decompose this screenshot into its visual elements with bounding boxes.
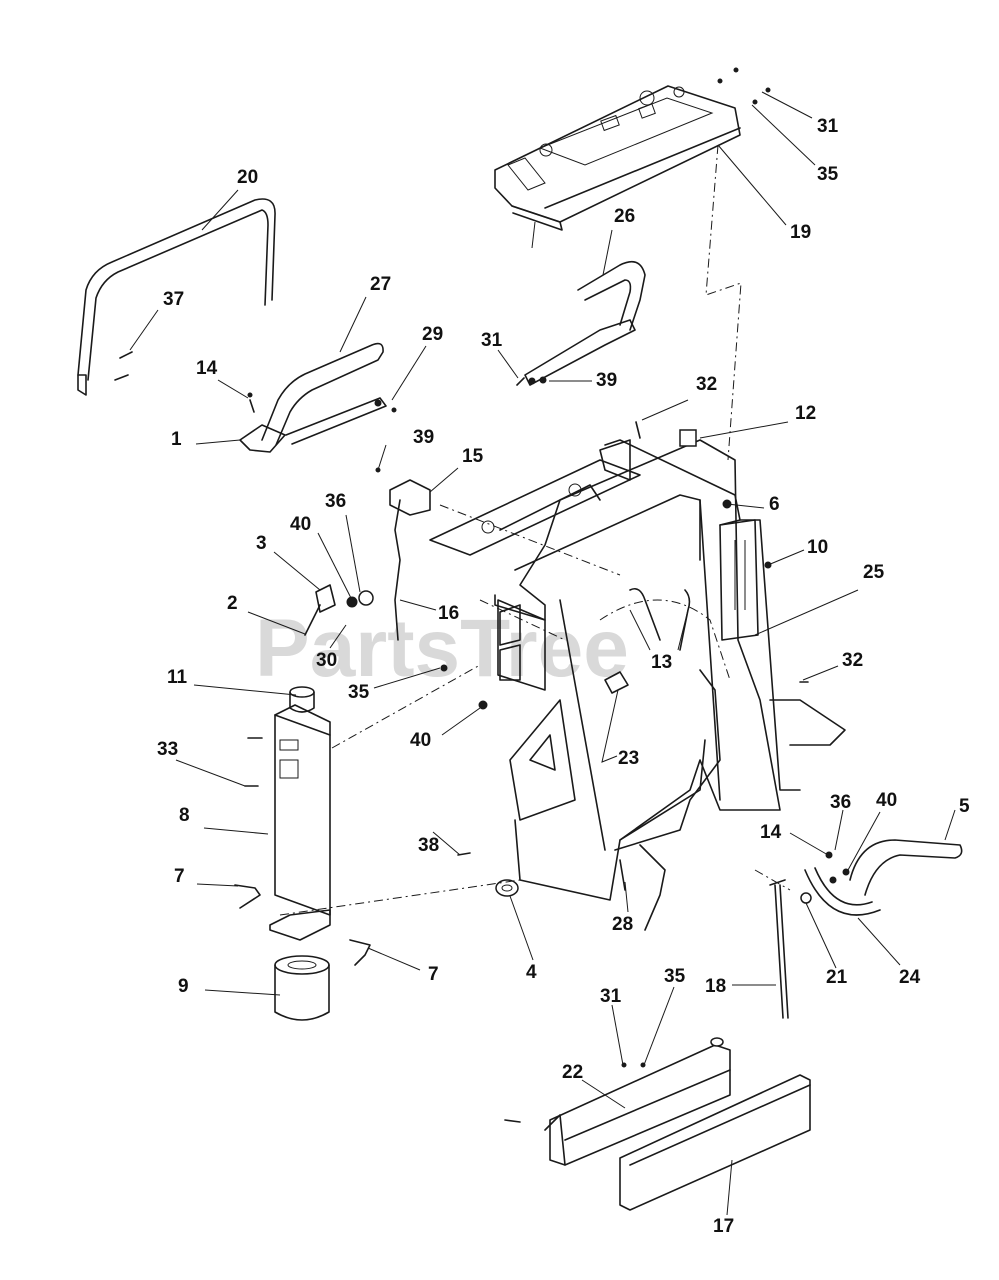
callout-4: 4 xyxy=(526,962,537,983)
callout-11: 11 xyxy=(167,667,188,688)
callout-7-right: 7 xyxy=(428,964,439,985)
pivot-3[interactable] xyxy=(304,584,336,636)
callout-36-right: 36 xyxy=(830,792,851,813)
grip-5[interactable] xyxy=(849,839,963,896)
callout-26: 26 xyxy=(614,206,635,227)
control-console-19[interactable] xyxy=(494,67,771,249)
grommet-4[interactable] xyxy=(495,879,519,897)
callout-14-right: 14 xyxy=(760,822,782,843)
callout-16: 16 xyxy=(438,603,459,624)
handle-bar-20[interactable] xyxy=(77,198,276,396)
callout-1: 1 xyxy=(171,429,182,450)
leader-lines xyxy=(129,91,956,1216)
grip-lever-27[interactable] xyxy=(239,342,387,453)
fasteners xyxy=(114,351,850,1123)
lower-panel-22[interactable] xyxy=(544,1037,731,1166)
callout-6: 6 xyxy=(769,494,780,515)
callout-7-left: 7 xyxy=(174,866,185,887)
callout-39-mid: 39 xyxy=(596,370,617,391)
callout-13: 13 xyxy=(651,652,672,673)
sensor-23[interactable] xyxy=(604,671,629,694)
callout-12: 12 xyxy=(795,403,816,424)
callout-38: 38 xyxy=(418,835,439,856)
callout-15: 15 xyxy=(462,446,484,467)
callout-30: 30 xyxy=(316,650,337,671)
cable-28[interactable] xyxy=(614,669,721,931)
callout-40-left: 40 xyxy=(290,514,311,535)
rod-18[interactable] xyxy=(769,879,789,1019)
callout-14-left: 14 xyxy=(196,358,218,379)
callout-28: 28 xyxy=(612,914,633,935)
lower-panel-17[interactable] xyxy=(619,1074,811,1211)
callout-40-right: 40 xyxy=(876,790,897,811)
alignment-lines xyxy=(279,144,791,916)
callout-21: 21 xyxy=(826,967,848,988)
callout-9: 9 xyxy=(178,976,189,997)
callout-3: 3 xyxy=(256,533,267,554)
watermark-text: PartsTree xyxy=(255,603,629,694)
callout-20: 20 xyxy=(237,167,258,188)
callout-37: 37 xyxy=(163,289,184,310)
callout-10: 10 xyxy=(807,537,828,558)
callout-35-bottom: 35 xyxy=(664,966,686,987)
hydraulic-tank-8[interactable] xyxy=(269,704,331,941)
callout-31-top: 31 xyxy=(817,116,839,137)
callout-32-top: 32 xyxy=(696,374,717,395)
filter-9[interactable] xyxy=(274,955,330,1021)
callout-40-mid: 40 xyxy=(410,730,431,751)
spring-13[interactable] xyxy=(629,587,691,651)
callout-25: 25 xyxy=(863,562,885,583)
bracket-15[interactable] xyxy=(389,479,431,641)
callout-39-left: 39 xyxy=(413,427,434,448)
callout-31-bottom: 31 xyxy=(600,986,622,1007)
callout-23: 23 xyxy=(618,748,639,769)
callout-27: 27 xyxy=(370,274,391,295)
callout-19: 19 xyxy=(790,222,811,243)
callout-24: 24 xyxy=(899,967,921,988)
callout-2: 2 xyxy=(227,593,238,614)
callout-31-mid: 31 xyxy=(481,330,503,351)
grip-lever-26[interactable] xyxy=(524,260,646,386)
callout-33: 33 xyxy=(157,739,178,760)
lever-24[interactable] xyxy=(804,867,881,916)
callout-36-left: 36 xyxy=(325,491,346,512)
callout-35-mid: 35 xyxy=(348,682,370,703)
callout-35-top: 35 xyxy=(817,164,839,185)
callout-22: 22 xyxy=(562,1062,583,1083)
main-frame[interactable] xyxy=(429,439,846,901)
callout-8: 8 xyxy=(179,805,190,826)
callout-18: 18 xyxy=(705,976,726,997)
callout-29: 29 xyxy=(422,324,443,345)
callout-17: 17 xyxy=(713,1216,734,1237)
switch-12[interactable] xyxy=(679,429,697,447)
callout-32-right: 32 xyxy=(842,650,863,671)
callout-5: 5 xyxy=(959,796,970,817)
callout-labels: 31 35 19 20 26 27 37 29 31 39 32 14 12 1… xyxy=(157,116,970,1237)
